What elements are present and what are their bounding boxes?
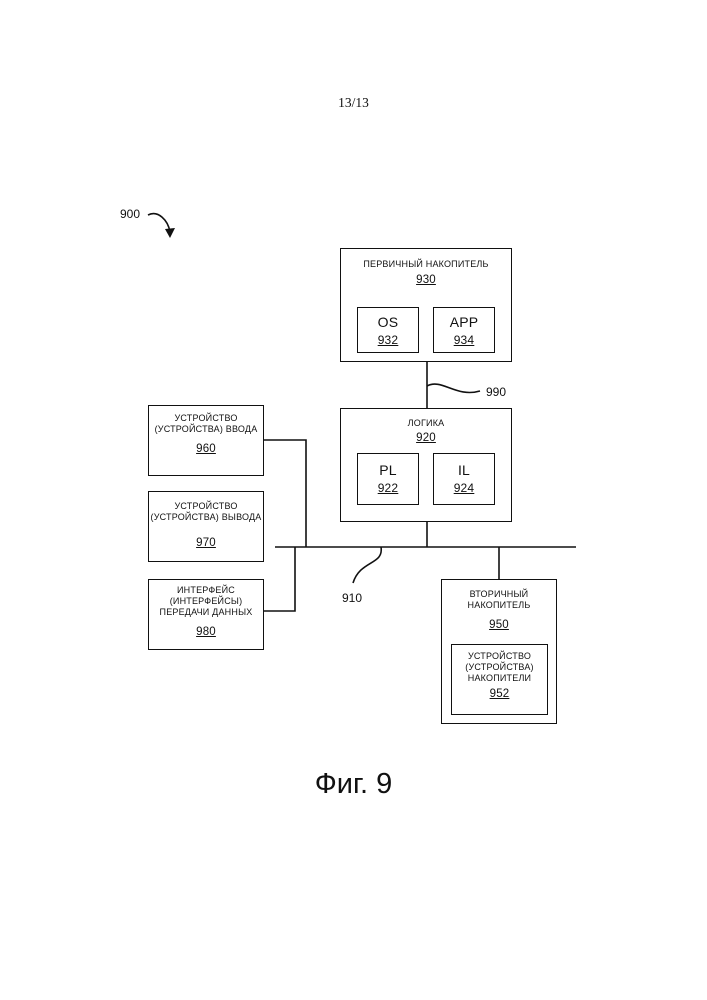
comm-interface-id: 980: [196, 626, 216, 638]
app-box: APP 934: [433, 307, 495, 353]
input-devices-id: 960: [196, 443, 216, 455]
os-id: 932: [378, 333, 399, 347]
logic-id: 920: [416, 432, 436, 444]
storage-devices-id: 952: [490, 688, 510, 700]
il-id: 924: [454, 481, 475, 495]
arrowhead-900: [165, 228, 175, 238]
output-devices-box: УСТРОЙСТВО (УСТРОЙСТВА) ВЫВОДА 970: [148, 491, 264, 562]
secondary-storage-id: 950: [489, 619, 509, 631]
primary-storage-title: ПЕРВИЧНЫЙ НАКОПИТЕЛЬ: [341, 259, 511, 270]
leader-910: [353, 547, 381, 583]
storage-devices-line3: НАКОПИТЕЛИ: [452, 673, 547, 684]
pl-box: PL 922: [357, 453, 419, 505]
input-devices-line1: УСТРОЙСТВО: [149, 413, 263, 424]
os-title: OS: [358, 314, 418, 331]
input-devices-box: УСТРОЙСТВО (УСТРОЙСТВА) ВВОДА 960: [148, 405, 264, 476]
app-id: 934: [454, 333, 475, 347]
bus-ref: 910: [342, 591, 362, 605]
storage-devices-box: УСТРОЙСТВО (УСТРОЙСТВА) НАКОПИТЕЛИ 952: [451, 644, 548, 715]
storage-devices-line2: (УСТРОЙСТВА): [452, 662, 547, 673]
secondary-storage-line1: ВТОРИЧНЫЙ: [442, 589, 556, 600]
logic-box: ЛОГИКА 920 PL 922 IL 924: [340, 408, 512, 522]
comm-interface-box: ИНТЕРФЕЙС (ИНТЕРФЕЙСЫ) ПЕРЕДАЧИ ДАННЫХ 9…: [148, 579, 264, 650]
comm-bus-link: [263, 547, 295, 611]
il-box: IL 924: [433, 453, 495, 505]
leader-990: [427, 384, 480, 392]
input-bus-link: [263, 440, 306, 547]
comm-interface-line2: (ИНТЕРФЕЙСЫ): [149, 596, 263, 607]
logic-title: ЛОГИКА: [341, 418, 511, 429]
pl-title: PL: [358, 462, 418, 479]
link-ref: 990: [486, 385, 506, 399]
figure-ref: 900: [120, 207, 140, 221]
input-devices-line2: (УСТРОЙСТВА) ВВОДА: [149, 424, 263, 435]
il-title: IL: [434, 462, 494, 479]
secondary-storage-box: ВТОРИЧНЫЙ НАКОПИТЕЛЬ 950 УСТРОЙСТВО (УСТ…: [441, 579, 557, 724]
output-devices-id: 970: [196, 537, 216, 549]
figure-caption: Фиг. 9: [0, 768, 707, 801]
primary-storage-box: ПЕРВИЧНЫЙ НАКОПИТЕЛЬ 930 OS 932 APP 934: [340, 248, 512, 362]
primary-storage-id: 930: [416, 274, 436, 286]
output-devices-line2: (УСТРОЙСТВА) ВЫВОДА: [149, 512, 263, 523]
app-title: APP: [434, 314, 494, 331]
os-box: OS 932: [357, 307, 419, 353]
pl-id: 922: [378, 481, 399, 495]
comm-interface-line3: ПЕРЕДАЧИ ДАННЫХ: [149, 607, 263, 618]
secondary-storage-line2: НАКОПИТЕЛЬ: [442, 600, 556, 611]
output-devices-line1: УСТРОЙСТВО: [149, 501, 263, 512]
comm-interface-line1: ИНТЕРФЕЙС: [149, 585, 263, 596]
storage-devices-line1: УСТРОЙСТВО: [452, 651, 547, 662]
